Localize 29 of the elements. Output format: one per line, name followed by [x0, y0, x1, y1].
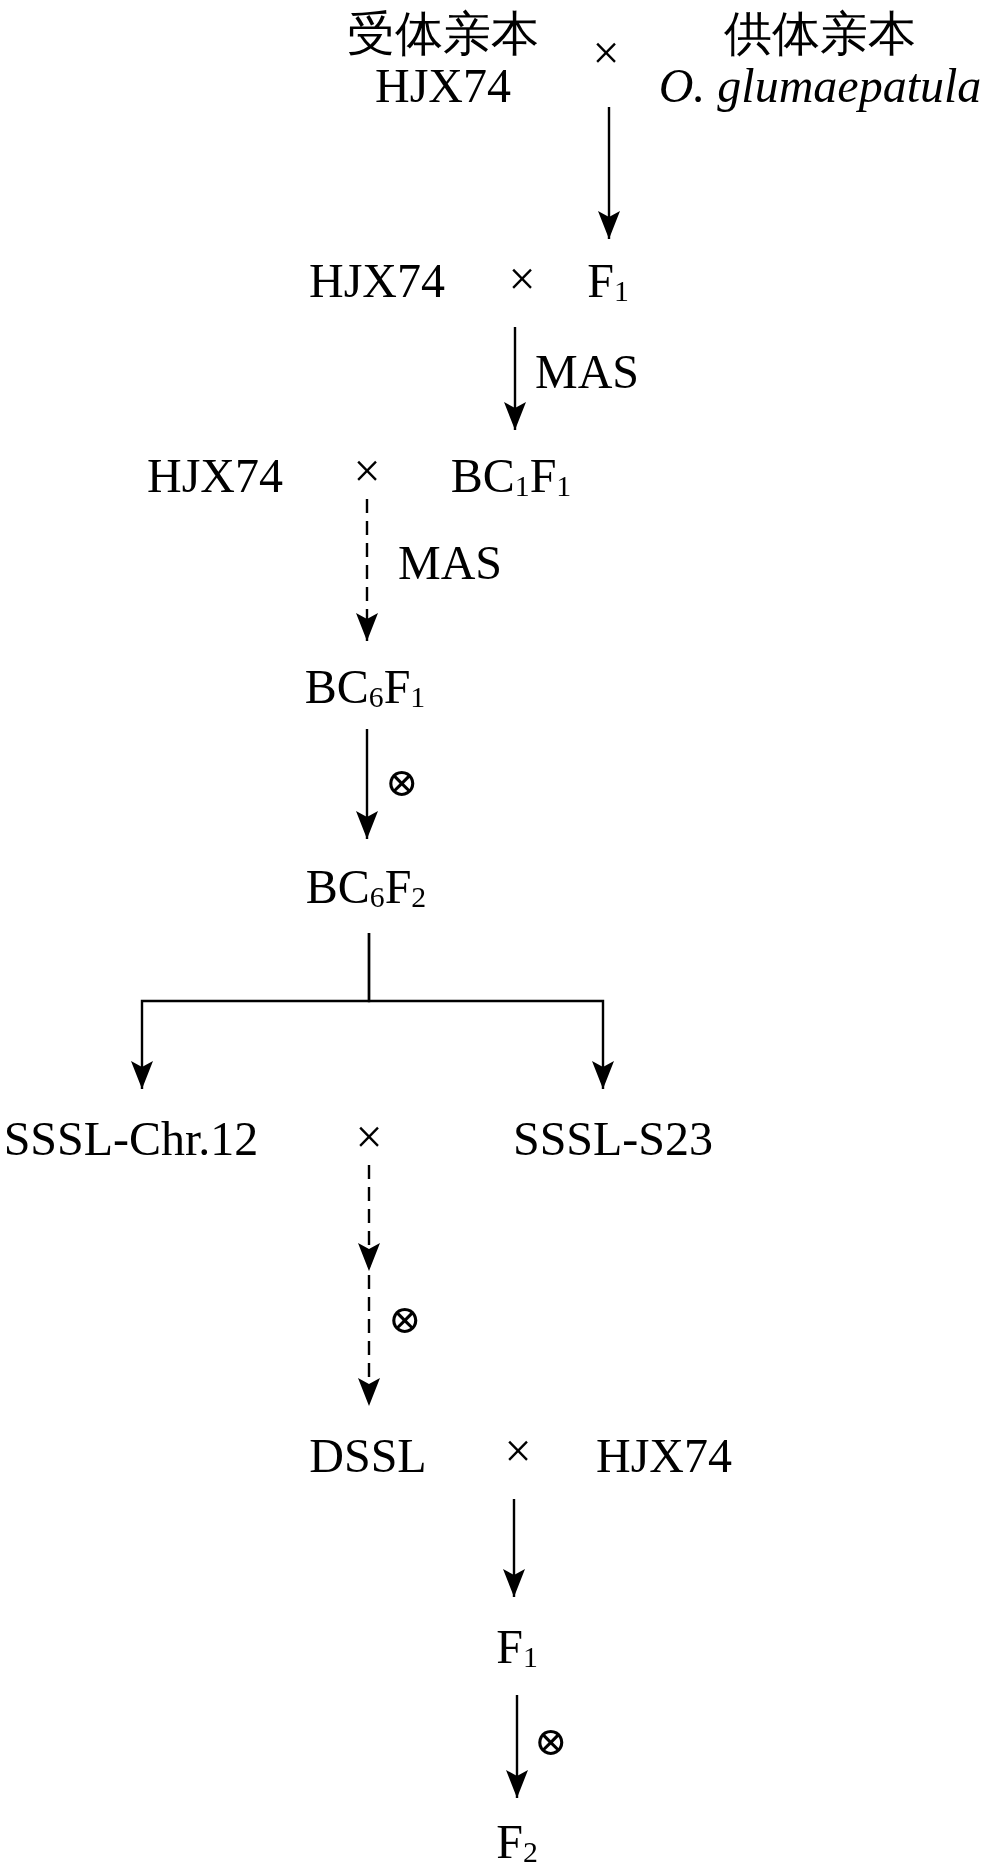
generation-label: F$_{1}$	[496, 1621, 538, 1673]
generation-label: BC$_{1}$F$_{1}$	[450, 450, 572, 502]
cross-sign: ×	[504, 1425, 532, 1477]
generation-label: F$_{1}$	[587, 255, 629, 307]
parent-role-label: 受体亲本	[347, 8, 539, 60]
line-name: DSSL	[309, 1430, 427, 1482]
generation-label: F$_{2}$	[496, 1816, 538, 1868]
arrow	[503, 1499, 525, 1597]
cross-sign: ×	[508, 253, 536, 305]
parent-line-name: HJX74	[375, 60, 511, 112]
cross-sign: ×	[353, 445, 381, 497]
generation-label: BC$_{6}$F$_{1}$	[304, 661, 426, 713]
line-name: SSSL-S23	[512, 1113, 714, 1165]
parent-line-name: HJX74	[596, 1430, 732, 1482]
dashed-arrow	[358, 1165, 380, 1406]
generation-label: BC$_{6}$F$_{2}$	[305, 861, 427, 913]
parent-line-name: HJX74	[309, 255, 445, 307]
parent-role-label: 供体亲本	[724, 8, 916, 60]
arrow	[598, 107, 620, 239]
cross-sign: ×	[592, 27, 620, 79]
arrow	[367, 933, 614, 1089]
arrow	[356, 729, 378, 839]
arrow	[506, 1695, 528, 1798]
parent-line-name: HJX74	[147, 450, 283, 502]
species-name: O. glumaepatula	[658, 60, 982, 112]
line-name: SSSL-Chr.12	[3, 1113, 259, 1165]
cross-sign: ×	[355, 1111, 383, 1163]
arrow	[504, 327, 526, 430]
dashed-arrow	[356, 499, 378, 641]
